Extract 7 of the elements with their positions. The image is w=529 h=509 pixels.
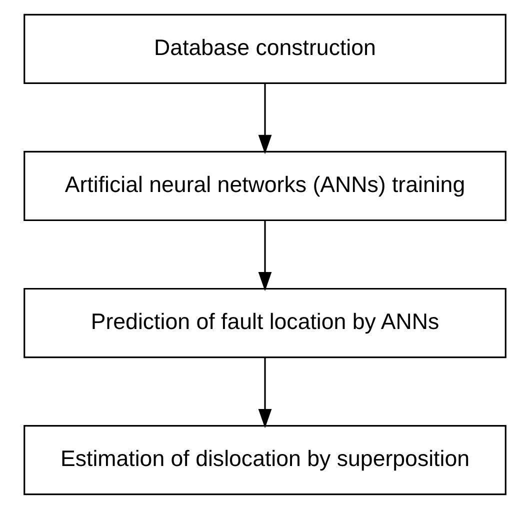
- arrow: [258, 358, 272, 428]
- node-box: Database construction: [23, 14, 506, 84]
- arrow: [258, 220, 272, 292]
- node-box: Prediction of fault location by ANNs: [23, 288, 506, 358]
- node-box: Artificial neural networks (ANNs) training: [23, 150, 506, 222]
- arrow: [258, 84, 272, 154]
- node-box: Estimation of dislocation by superposition: [23, 425, 506, 496]
